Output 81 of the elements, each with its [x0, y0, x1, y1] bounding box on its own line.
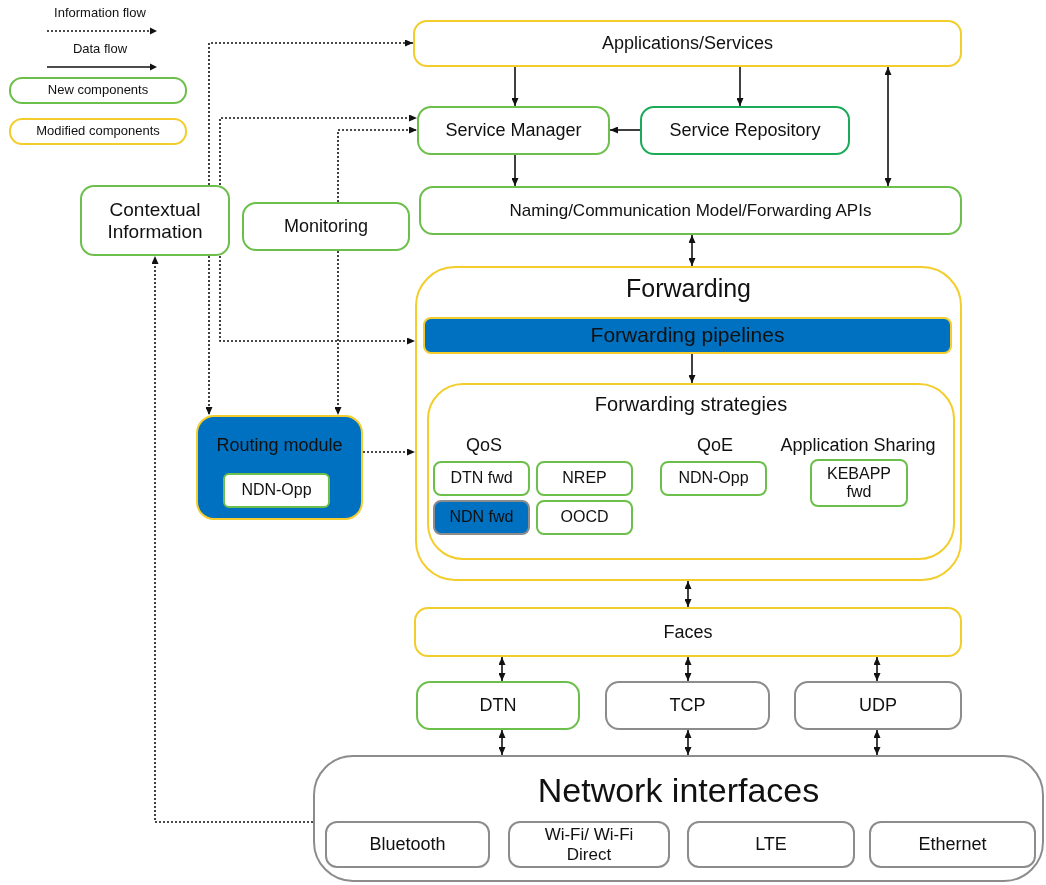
component-label: Service Repository: [668, 120, 822, 141]
component-box: [223, 473, 330, 508]
information-flow-arrow: [208, 39, 414, 186]
data-flow-arrow: [609, 126, 641, 134]
component-label: Applications/Services: [600, 33, 775, 54]
component-label: Faces: [662, 621, 714, 643]
component-label: DTN: [478, 695, 518, 716]
component-title: Routing module: [215, 435, 344, 456]
data-flow-arrow: [498, 729, 506, 756]
component-label: Naming/Communication Model/Forwarding APIs: [508, 200, 873, 221]
component-label: NDN-Opp: [677, 469, 750, 488]
data-flow-arrow: [511, 66, 519, 107]
data-flow-arrow: [688, 353, 696, 384]
component-box: [640, 106, 850, 155]
data-flow-arrow: [684, 580, 692, 608]
component-label: Wi-Fi/ Wi-Fi Direct: [543, 824, 635, 865]
component-label: Service Manager: [444, 120, 583, 141]
component-label: UDP: [858, 695, 898, 716]
component-box: [80, 185, 230, 256]
component-box: [508, 821, 670, 868]
component-label: DTN fwd: [449, 469, 514, 488]
component-label: LTE: [754, 834, 788, 855]
group-heading: QoE: [696, 435, 734, 456]
component-label: Contextual Information: [106, 198, 204, 243]
component-box: [413, 20, 962, 67]
component-box: [536, 461, 633, 496]
data-flow-arrow: [873, 729, 881, 756]
component-box: [810, 459, 908, 507]
component-box: [536, 500, 633, 535]
component-box: [687, 821, 855, 868]
layer-panel: [415, 266, 962, 581]
component-box: [794, 681, 962, 730]
data-flow-arrow: [684, 656, 692, 682]
data-flow-arrow: [873, 656, 881, 682]
component-box: [416, 681, 580, 730]
component-label: NDN fwd: [448, 508, 515, 527]
component-box: [325, 821, 490, 868]
component-box: [423, 317, 952, 354]
information-flow-arrow: [337, 126, 418, 203]
component-box: [242, 202, 410, 251]
component-label: KEBAPP fwd: [826, 464, 892, 502]
component-box: [660, 461, 767, 496]
component-label: NDN-Opp: [240, 481, 313, 500]
information-flow-arrow: [151, 255, 314, 823]
data-flow-arrow: [511, 154, 519, 187]
component-label: NREP: [561, 469, 608, 488]
component-box: [605, 681, 770, 730]
group-heading: QoS: [465, 435, 503, 456]
component-label: TCP: [668, 695, 707, 716]
component-label: Bluetooth: [368, 834, 447, 855]
layer-panel: [427, 383, 955, 560]
legend-label: Information flow: [53, 6, 147, 21]
component-label: Forwarding pipelines: [589, 323, 786, 348]
component-label: Monitoring: [282, 216, 369, 237]
component-box: [869, 821, 1036, 868]
data-flow-arrow: [684, 729, 692, 756]
component-box: [419, 186, 962, 235]
component-title: Forwarding: [624, 274, 753, 303]
group-heading: Application Sharing: [779, 435, 937, 456]
information-flow-arrow: [362, 448, 416, 456]
information-flow-arrow: [334, 250, 342, 416]
component-box: [417, 106, 610, 155]
legend-label: Modified components: [36, 124, 160, 139]
component-box: [433, 500, 530, 535]
legend-label: Data flow: [71, 42, 129, 57]
data-flow-arrow: [688, 234, 696, 267]
module-box: [196, 415, 363, 520]
component-title: Forwarding strategies: [593, 393, 789, 416]
legend-label: New components: [47, 83, 149, 98]
component-title: Network interfaces: [536, 771, 821, 811]
information-flow-arrow: [205, 255, 213, 416]
information-flow-arrow: [219, 114, 418, 186]
component-label: Ethernet: [917, 834, 988, 855]
information-flow-arrow: [219, 255, 416, 345]
component-box: [433, 461, 530, 496]
component-label: OOCD: [559, 508, 610, 527]
data-flow-arrow: [736, 66, 744, 107]
layer-panel: [313, 755, 1044, 882]
data-flow-arrow: [884, 66, 892, 187]
data-flow-arrow: [498, 656, 506, 682]
component-box: [414, 607, 962, 657]
